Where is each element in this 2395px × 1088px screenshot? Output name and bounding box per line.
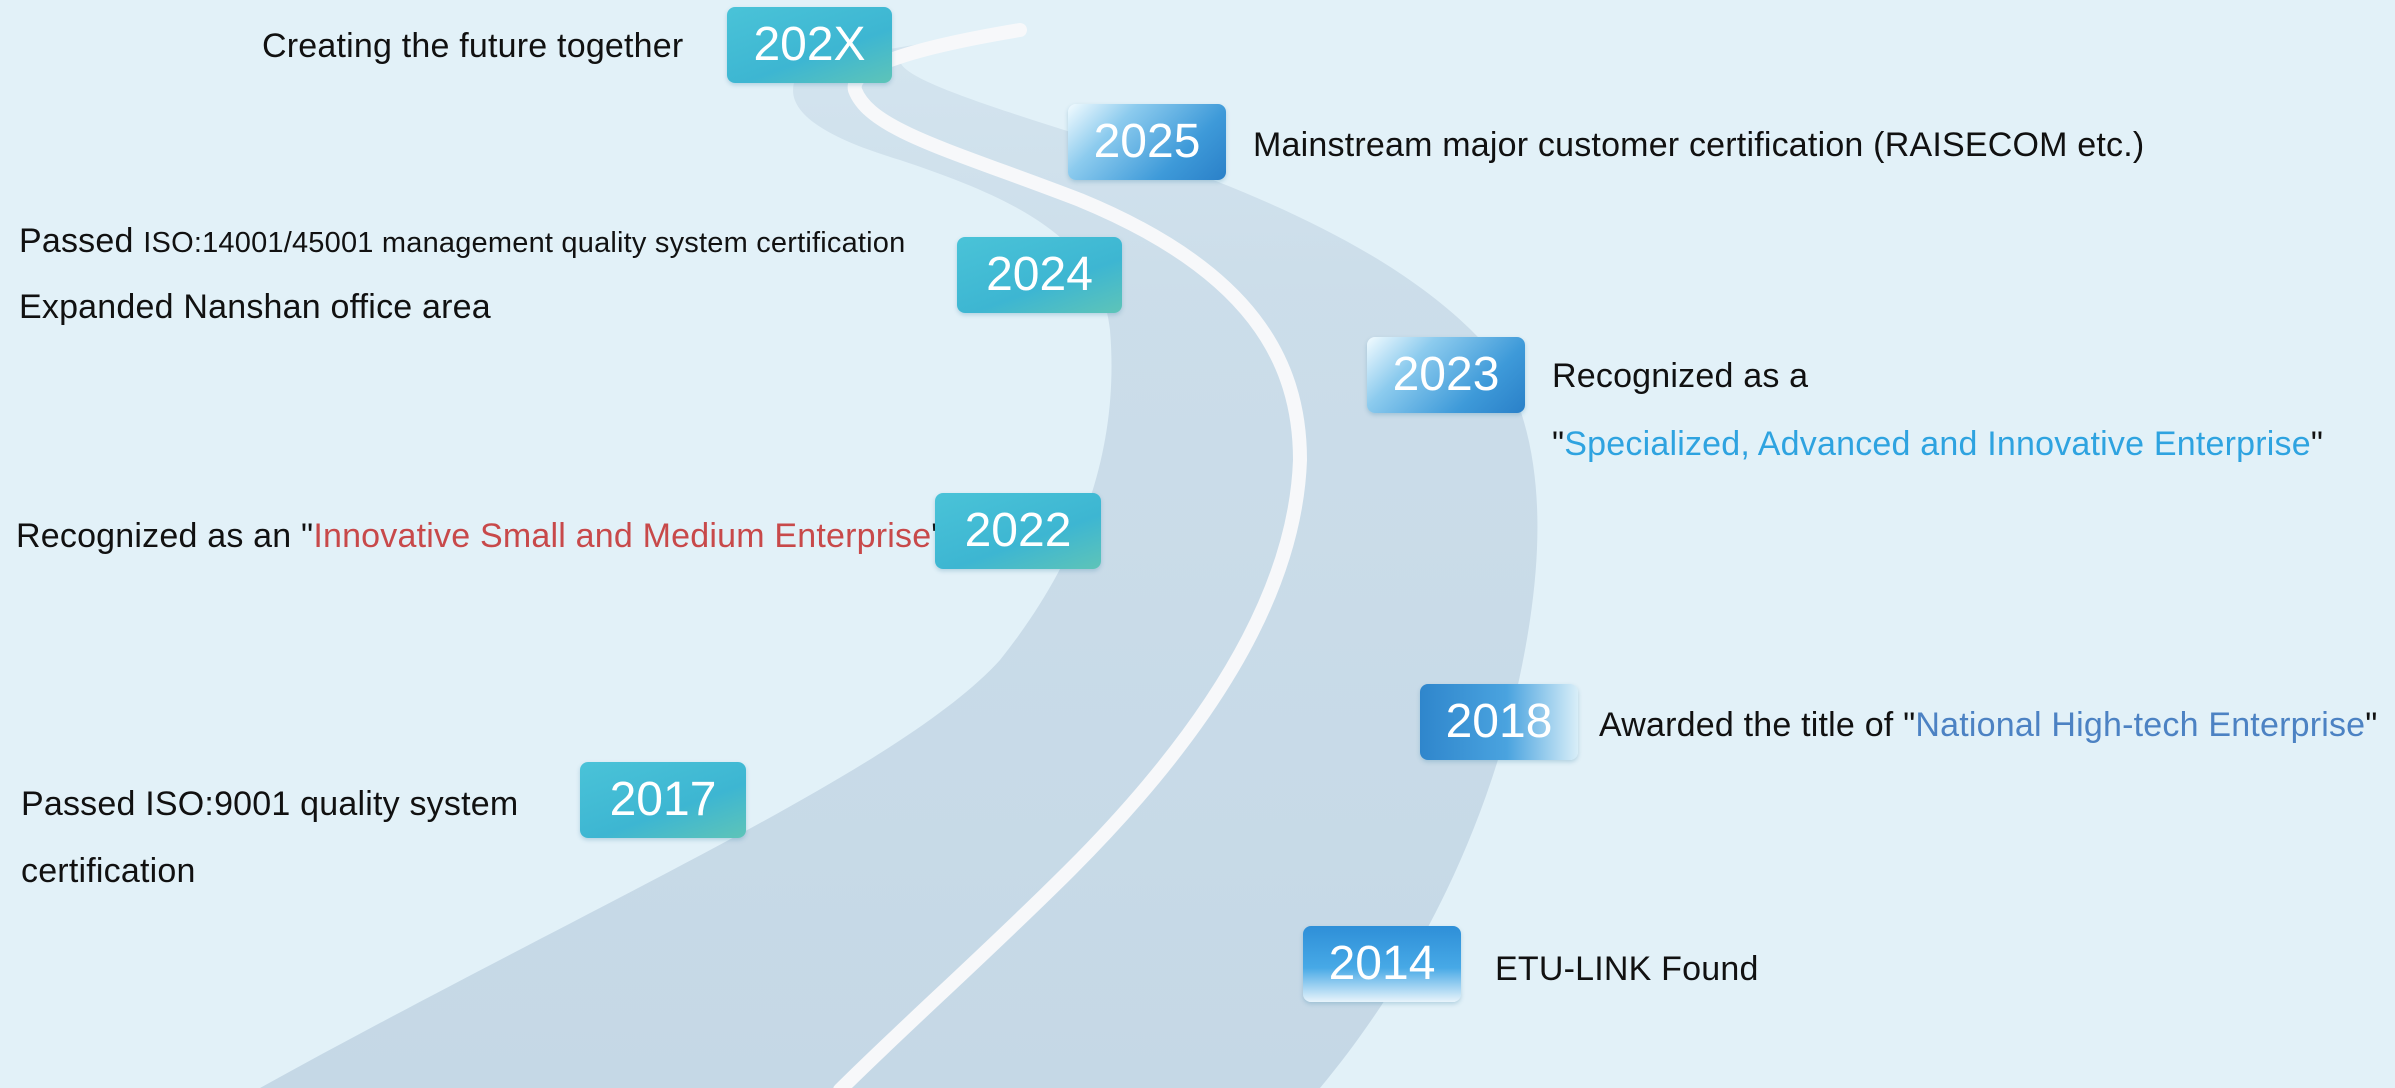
milestone-2023-line1: Recognized as a [1552, 357, 1809, 395]
milestone-2024-line1: Passed ISO:14001/45001 management qualit… [19, 222, 905, 261]
milestone-2018-suffix: " [2365, 706, 2378, 744]
milestone-2017-line2: certification [21, 852, 196, 890]
year-badge-2017: 2017 [580, 762, 746, 838]
milestone-2022-text: Recognized as an "Innovative Small and M… [16, 517, 944, 556]
quote-close: " [2310, 425, 2324, 463]
quote-open: " [1552, 425, 1565, 463]
year-badge-2024: 2024 [957, 237, 1122, 313]
milestone-2022-highlight: Innovative Small and Medium Enterprise [313, 517, 932, 555]
road-surface [260, 28, 1538, 1088]
milestone-2023-line2: "Specialized, Advanced and Innovative En… [1552, 425, 2323, 464]
year-badge-2025: 2025 [1068, 104, 1226, 180]
year-badge-2023: 2023 [1367, 337, 1525, 413]
year-badge-202x: 202X [727, 7, 892, 83]
milestone-2024-line1-rest: ISO:14001/45001 management quality syste… [143, 227, 906, 259]
year-badge-2014: 2014 [1303, 926, 1461, 1002]
milestone-2018-prefix: Awarded the title of " [1599, 706, 1916, 744]
year-badge-2018: 2018 [1420, 684, 1578, 760]
milestone-2022-prefix: Recognized as an " [16, 517, 314, 555]
milestone-2014-text: ETU-LINK Found [1495, 950, 1759, 988]
milestone-202x-text: Creating the future together [262, 27, 684, 65]
year-badge-2022: 2022 [935, 493, 1101, 569]
milestone-2024-line1-prefix: Passed [19, 222, 144, 260]
milestone-2025-text: Mainstream major customer certification … [1253, 126, 2145, 164]
milestone-2023-highlight: Specialized, Advanced and Innovative Ent… [1564, 425, 2311, 463]
milestone-2024-line2: Expanded Nanshan office area [19, 288, 491, 326]
milestone-2017-line1: Passed ISO:9001 quality system [21, 785, 519, 823]
milestone-2018-text: Awarded the title of "National High-tech… [1599, 706, 2378, 745]
road-center-line [833, 23, 1308, 1088]
milestone-2018-highlight: National High-tech Enterprise [1915, 706, 2366, 744]
